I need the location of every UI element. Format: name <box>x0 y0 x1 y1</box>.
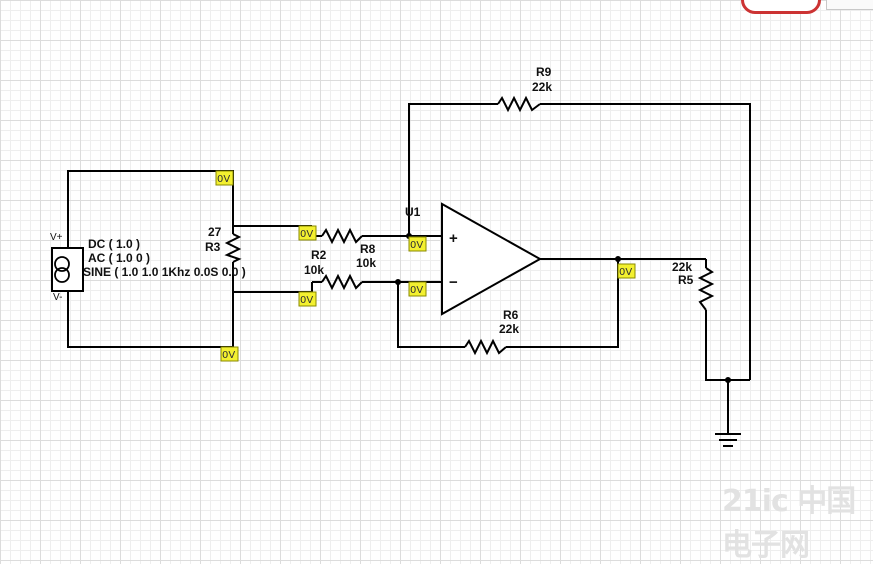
wire-source-bottom <box>67 291 234 348</box>
wire-r6-right <box>506 259 619 348</box>
r8-zigzag <box>321 227 363 245</box>
r6-name: R6 <box>503 308 519 322</box>
wire-r6-left <box>397 282 465 348</box>
source-circle-bottom <box>54 267 70 283</box>
r2-value: 10k <box>304 263 324 277</box>
r5-name: R5 <box>678 273 694 287</box>
probe-label: 0V <box>300 295 313 306</box>
r9-zigzag <box>497 95 541 113</box>
voltage-probe[interactable]: 0V <box>298 291 317 307</box>
r6-value: 22k <box>499 322 519 336</box>
source-circle-top <box>54 256 70 272</box>
current-source[interactable]: V+ V- DC ( 1.0 ) AC ( 1.0 0 ) SINE ( 1.0… <box>50 232 246 303</box>
resistor-r8[interactable]: R8 10k <box>321 227 376 270</box>
voltage-probe[interactable]: 0V <box>215 170 234 186</box>
r3-zigzag <box>224 233 242 263</box>
resistor-r9[interactable]: R9 22k <box>497 65 552 113</box>
probe-label: 0V <box>300 229 313 240</box>
wire-r5-bottom <box>705 310 750 381</box>
probe-label: 0V <box>217 174 230 185</box>
r3-value: 27 <box>208 225 222 239</box>
opamp-u1[interactable]: U1 + − <box>405 202 543 316</box>
r5-value: 22k <box>672 260 692 274</box>
junction-dot <box>615 256 621 262</box>
wire-source-top <box>67 170 234 248</box>
r8-value: 10k <box>356 256 376 270</box>
r8-name: R8 <box>360 242 376 256</box>
junction-dot <box>395 279 401 285</box>
wire-r9-left <box>408 103 498 236</box>
probe-label: 0V <box>410 285 423 296</box>
schematic-canvas: V+ V- DC ( 1.0 ) AC ( 1.0 0 ) SINE ( 1.0… <box>50 65 751 447</box>
opamp-name: U1 <box>405 205 421 219</box>
probe-label: 0V <box>619 267 632 278</box>
opamp-triangle <box>441 202 543 316</box>
voltage-probe[interactable]: 0V <box>617 263 636 279</box>
wire-r9-right <box>540 103 751 380</box>
watermark: 21ic 中国电子网 <box>722 484 856 563</box>
r6-zigzag <box>464 338 507 356</box>
top-tab[interactable] <box>826 0 873 10</box>
r9-name: R9 <box>536 65 552 79</box>
resistor-r2[interactable]: R2 10k <box>304 248 363 291</box>
opamp-plus-sign: + <box>449 230 458 247</box>
source-ac-label: AC ( 1.0 0 ) <box>88 251 150 265</box>
source-vminus-label: V- <box>53 292 62 303</box>
r3-name: R3 <box>205 240 221 254</box>
r2-zigzag <box>321 273 363 291</box>
resistor-r3[interactable]: 27 R3 <box>205 225 242 263</box>
probe-label: 0V <box>222 350 235 361</box>
source-sine-label: SINE ( 1.0 1.0 1Khz 0.0S 0.0 ) <box>83 265 246 279</box>
r2-name: R2 <box>311 248 327 262</box>
source-vplus-label: V+ <box>50 232 63 243</box>
voltage-probe[interactable]: 0V <box>220 346 239 362</box>
ground-icon <box>715 433 741 447</box>
resistor-r5[interactable]: 22k R5 <box>672 260 715 311</box>
r9-value: 22k <box>532 80 552 94</box>
source-dc-label: DC ( 1.0 ) <box>88 237 140 251</box>
opamp-minus-sign: − <box>449 274 458 291</box>
voltage-probe[interactable]: 0V <box>408 236 427 252</box>
voltage-probe[interactable]: 0V <box>298 225 317 241</box>
probe-label: 0V <box>410 240 423 251</box>
junction-dot <box>725 377 731 383</box>
r5-zigzag <box>697 267 715 311</box>
resistor-r6[interactable]: R6 22k <box>464 308 519 356</box>
voltage-probe[interactable]: 0V <box>408 281 427 297</box>
